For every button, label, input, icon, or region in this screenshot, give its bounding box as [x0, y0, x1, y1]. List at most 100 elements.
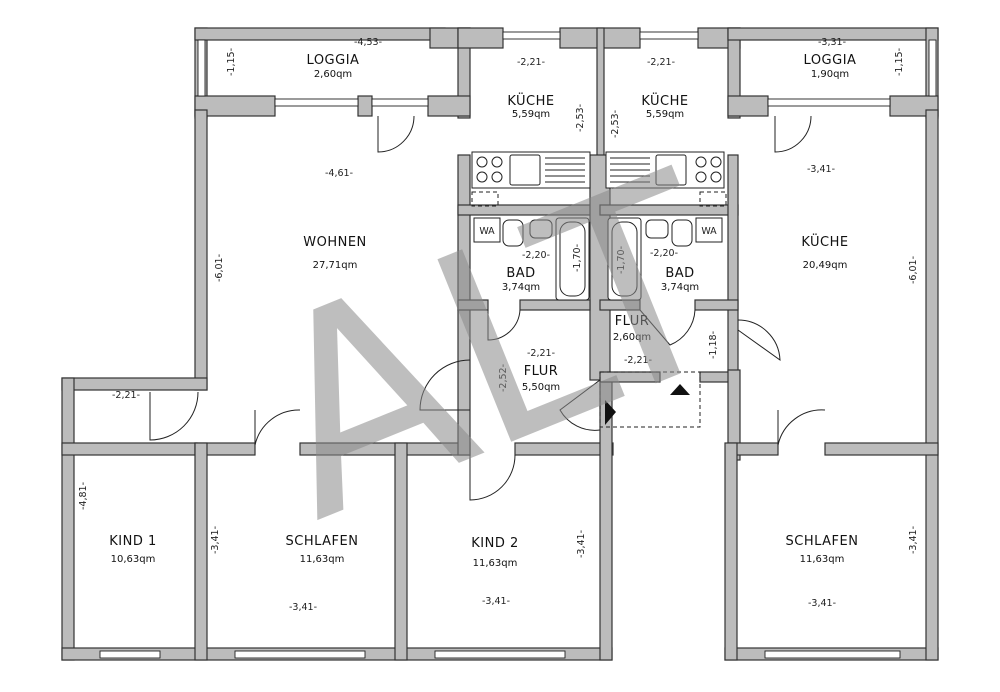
wall-segment: [925, 109, 939, 661]
bidet-icon: [529, 219, 553, 239]
washbasin: [473, 217, 501, 243]
dim-schlafen-right-width: -3,41-: [808, 598, 836, 609]
wall-segment: [824, 442, 939, 456]
wall-segment: [694, 299, 739, 311]
wall-segment: [457, 27, 504, 49]
dim-wohnen-height: -6,01-: [214, 254, 225, 282]
wall-segment: [457, 299, 489, 311]
washbasin-label: WA: [701, 226, 717, 237]
room-area-kind1: 10,63qm: [111, 554, 156, 565]
dim-kueche1-height: -2,53-: [575, 104, 586, 132]
toilet-icon: [502, 219, 524, 247]
dim-kueche1-width: -2,21-: [517, 57, 545, 68]
toilet-icon: [671, 219, 693, 247]
window: [767, 98, 891, 107]
wall-segment: [194, 27, 446, 41]
room-area-kueche-2: 5,59qm: [646, 109, 684, 120]
bathtub: [555, 217, 590, 301]
room-area-schlafen-left: 11,63qm: [300, 554, 345, 565]
wall-segment: [514, 442, 614, 456]
room-name-flur-main: FLUR: [524, 364, 559, 379]
dim-bad-left-width: -2,20-: [522, 250, 550, 261]
wall-segment: [727, 95, 769, 117]
door-swing: [487, 309, 521, 341]
room-area-loggia-left: 2,60qm: [314, 69, 352, 80]
room-area-flur-main: 5,50qm: [522, 382, 560, 393]
room-name-schlafen-right: SCHLAFEN: [786, 534, 859, 549]
room-area-flur-small: 2,60qm: [613, 332, 651, 343]
room-name-kueche-2: KÜCHE: [641, 92, 688, 109]
washbasin-label: WA: [479, 226, 495, 237]
room-area-kind2: 11,63qm: [473, 558, 518, 569]
doors: [149, 115, 826, 501]
door-swing: [639, 309, 696, 346]
room-name-loggia-left: LOGGIA: [307, 53, 360, 68]
dim-kueche-large-height: -6,01-: [908, 256, 919, 284]
wall-segment: [61, 377, 208, 391]
room-area-kueche-large: 20,49qm: [803, 260, 848, 271]
room-area-bad-left: 3,74qm: [502, 282, 540, 293]
room-area-bad-right: 3,74qm: [661, 282, 699, 293]
door-swing: [774, 115, 812, 153]
door-swing: [559, 379, 601, 431]
vent-shaft: [471, 191, 499, 207]
stove-burner-icon: [476, 171, 488, 183]
room-area-schlafen-right: 11,63qm: [800, 554, 845, 565]
room-area-wohnen: 27,71qm: [313, 260, 358, 271]
sink-icon: [509, 154, 541, 186]
door-swing: [149, 391, 199, 441]
room-name-kind1: KIND 1: [109, 534, 157, 549]
dim-kueche2-width: -2,21-: [647, 57, 675, 68]
dim-loggia-left-height: -1,15-: [226, 48, 237, 76]
dim-kind1-height: -4,81-: [78, 482, 89, 510]
dim-flur-small-width: -2,21-: [624, 355, 652, 366]
dim-kueche2-height: -2,53-: [610, 110, 621, 138]
dim-wohnen-width: -4,61-: [325, 168, 353, 179]
room-name-bad-left: BAD: [506, 266, 535, 281]
room-name-schlafen-left: SCHLAFEN: [286, 534, 359, 549]
stove-burner-icon: [695, 171, 707, 183]
door-swing: [377, 115, 415, 153]
door-swing: [737, 319, 781, 362]
wall-segment: [724, 442, 738, 661]
room-name-loggia-right: LOGGIA: [804, 53, 857, 68]
room-name-kueche-1: KÜCHE: [507, 92, 554, 109]
room-name-kueche-large: KÜCHE: [801, 233, 848, 250]
window: [197, 39, 206, 97]
dim-kind1-width: -2,21-: [112, 390, 140, 401]
door-swing: [254, 409, 301, 446]
dim-schlafen-left-width: -3,41-: [289, 602, 317, 613]
room-area-kueche-1: 5,59qm: [512, 109, 550, 120]
entrance-marker-up-icon: [670, 384, 690, 395]
dim-bad-right-width: -2,20-: [650, 248, 678, 259]
stove-burner-icon: [695, 156, 707, 168]
stove-burner-icon: [491, 171, 503, 183]
dim-loggia-right-height: -1,15-: [894, 48, 905, 76]
wall-segment: [357, 95, 373, 117]
dimension-labels: -4,53- -1,15- -2,21- -2,53- -2,21- -2,53…: [78, 37, 919, 613]
vent-shaft: [699, 191, 727, 207]
bathtub-inner: [611, 221, 638, 297]
window: [274, 98, 359, 107]
dim-schlafen-left-height: -3,41-: [210, 526, 221, 554]
room-name-bad-right: BAD: [665, 266, 694, 281]
entrance-marker-right-icon: [605, 400, 616, 425]
window: [639, 31, 699, 40]
bathtub: [607, 217, 642, 301]
window: [502, 31, 561, 40]
dim-bad-right-tub: -1,70-: [616, 246, 627, 274]
window: [234, 650, 366, 659]
door-swing: [419, 359, 471, 411]
room-labels: LOGGIA 2,60qm KÜCHE 5,59qm KÜCHE 5,59qm …: [109, 53, 858, 569]
dim-kind2-width: -3,41-: [482, 596, 510, 607]
fixtures: WA WA: [471, 151, 727, 301]
wall-segment: [427, 95, 471, 117]
dim-flur-small-height: -1,18-: [708, 331, 719, 359]
stove-burner-icon: [491, 156, 503, 168]
dim-bad-left-tub: -1,70-: [572, 244, 583, 272]
stove-burner-icon: [710, 171, 722, 183]
dim-loggia-right-width: -3,31-: [818, 37, 846, 48]
wall-segment: [194, 109, 208, 391]
drainboard: [545, 157, 585, 183]
